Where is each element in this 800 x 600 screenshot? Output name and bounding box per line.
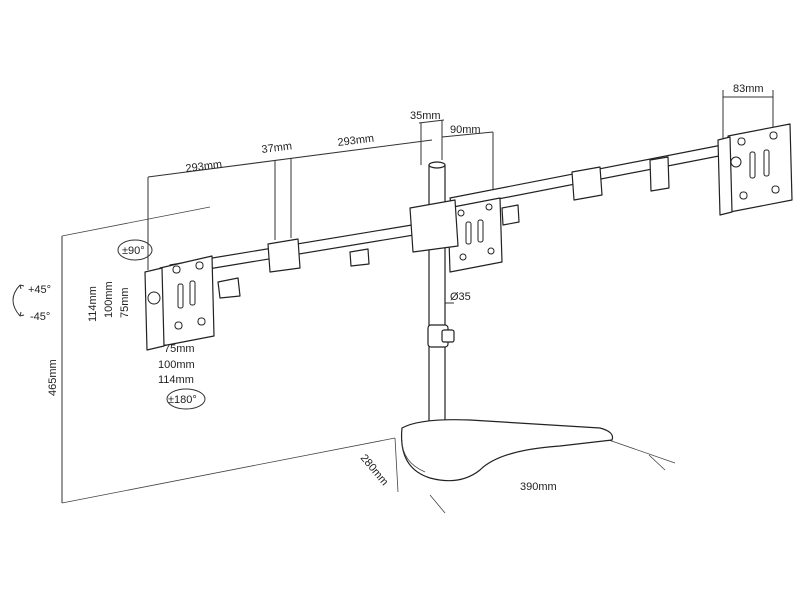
base [400, 419, 614, 482]
label-head-width: 83mm [733, 83, 764, 95]
label-tilt-down: -45° [30, 311, 50, 323]
center-vesa-plate [447, 197, 503, 273]
label-total-height: 465mm [47, 359, 59, 396]
label-arm-mid: 293mm [337, 133, 375, 149]
swivel-arrow-icon [117, 239, 153, 261]
label-vesa-75-v: 75mm [119, 287, 131, 318]
label-vesa-75-h: 75mm [164, 343, 195, 355]
dimension-lines [61, 90, 774, 503]
label-vesa-100-h: 100mm [158, 359, 195, 371]
label-pole-diameter: Ø35 [450, 291, 471, 303]
label-vesa-100-v: 100mm [103, 281, 115, 318]
left-vesa-plate [144, 255, 215, 351]
label-swivel: ±90° [122, 245, 145, 257]
label-base-depth: 280mm [358, 452, 391, 488]
tilt-arrow-icon [12, 284, 25, 317]
rotation-arrow-icon [166, 388, 206, 410]
pole [409, 161, 459, 436]
label-arm-left: 293mm [185, 159, 223, 175]
label-pole-width: 35mm [410, 110, 441, 122]
label-vesa-114-v: 114mm [87, 286, 99, 322]
right-vesa-plate [717, 123, 793, 216]
label-vesa-114-h: 114mm [158, 374, 194, 386]
label-base-width: 390mm [520, 481, 557, 493]
label-rotation: ±180° [168, 394, 197, 406]
label-pole-offset: 90mm [450, 124, 481, 136]
label-tilt-up: +45° [28, 284, 51, 296]
label-clamp-width: 37mm [261, 140, 293, 156]
